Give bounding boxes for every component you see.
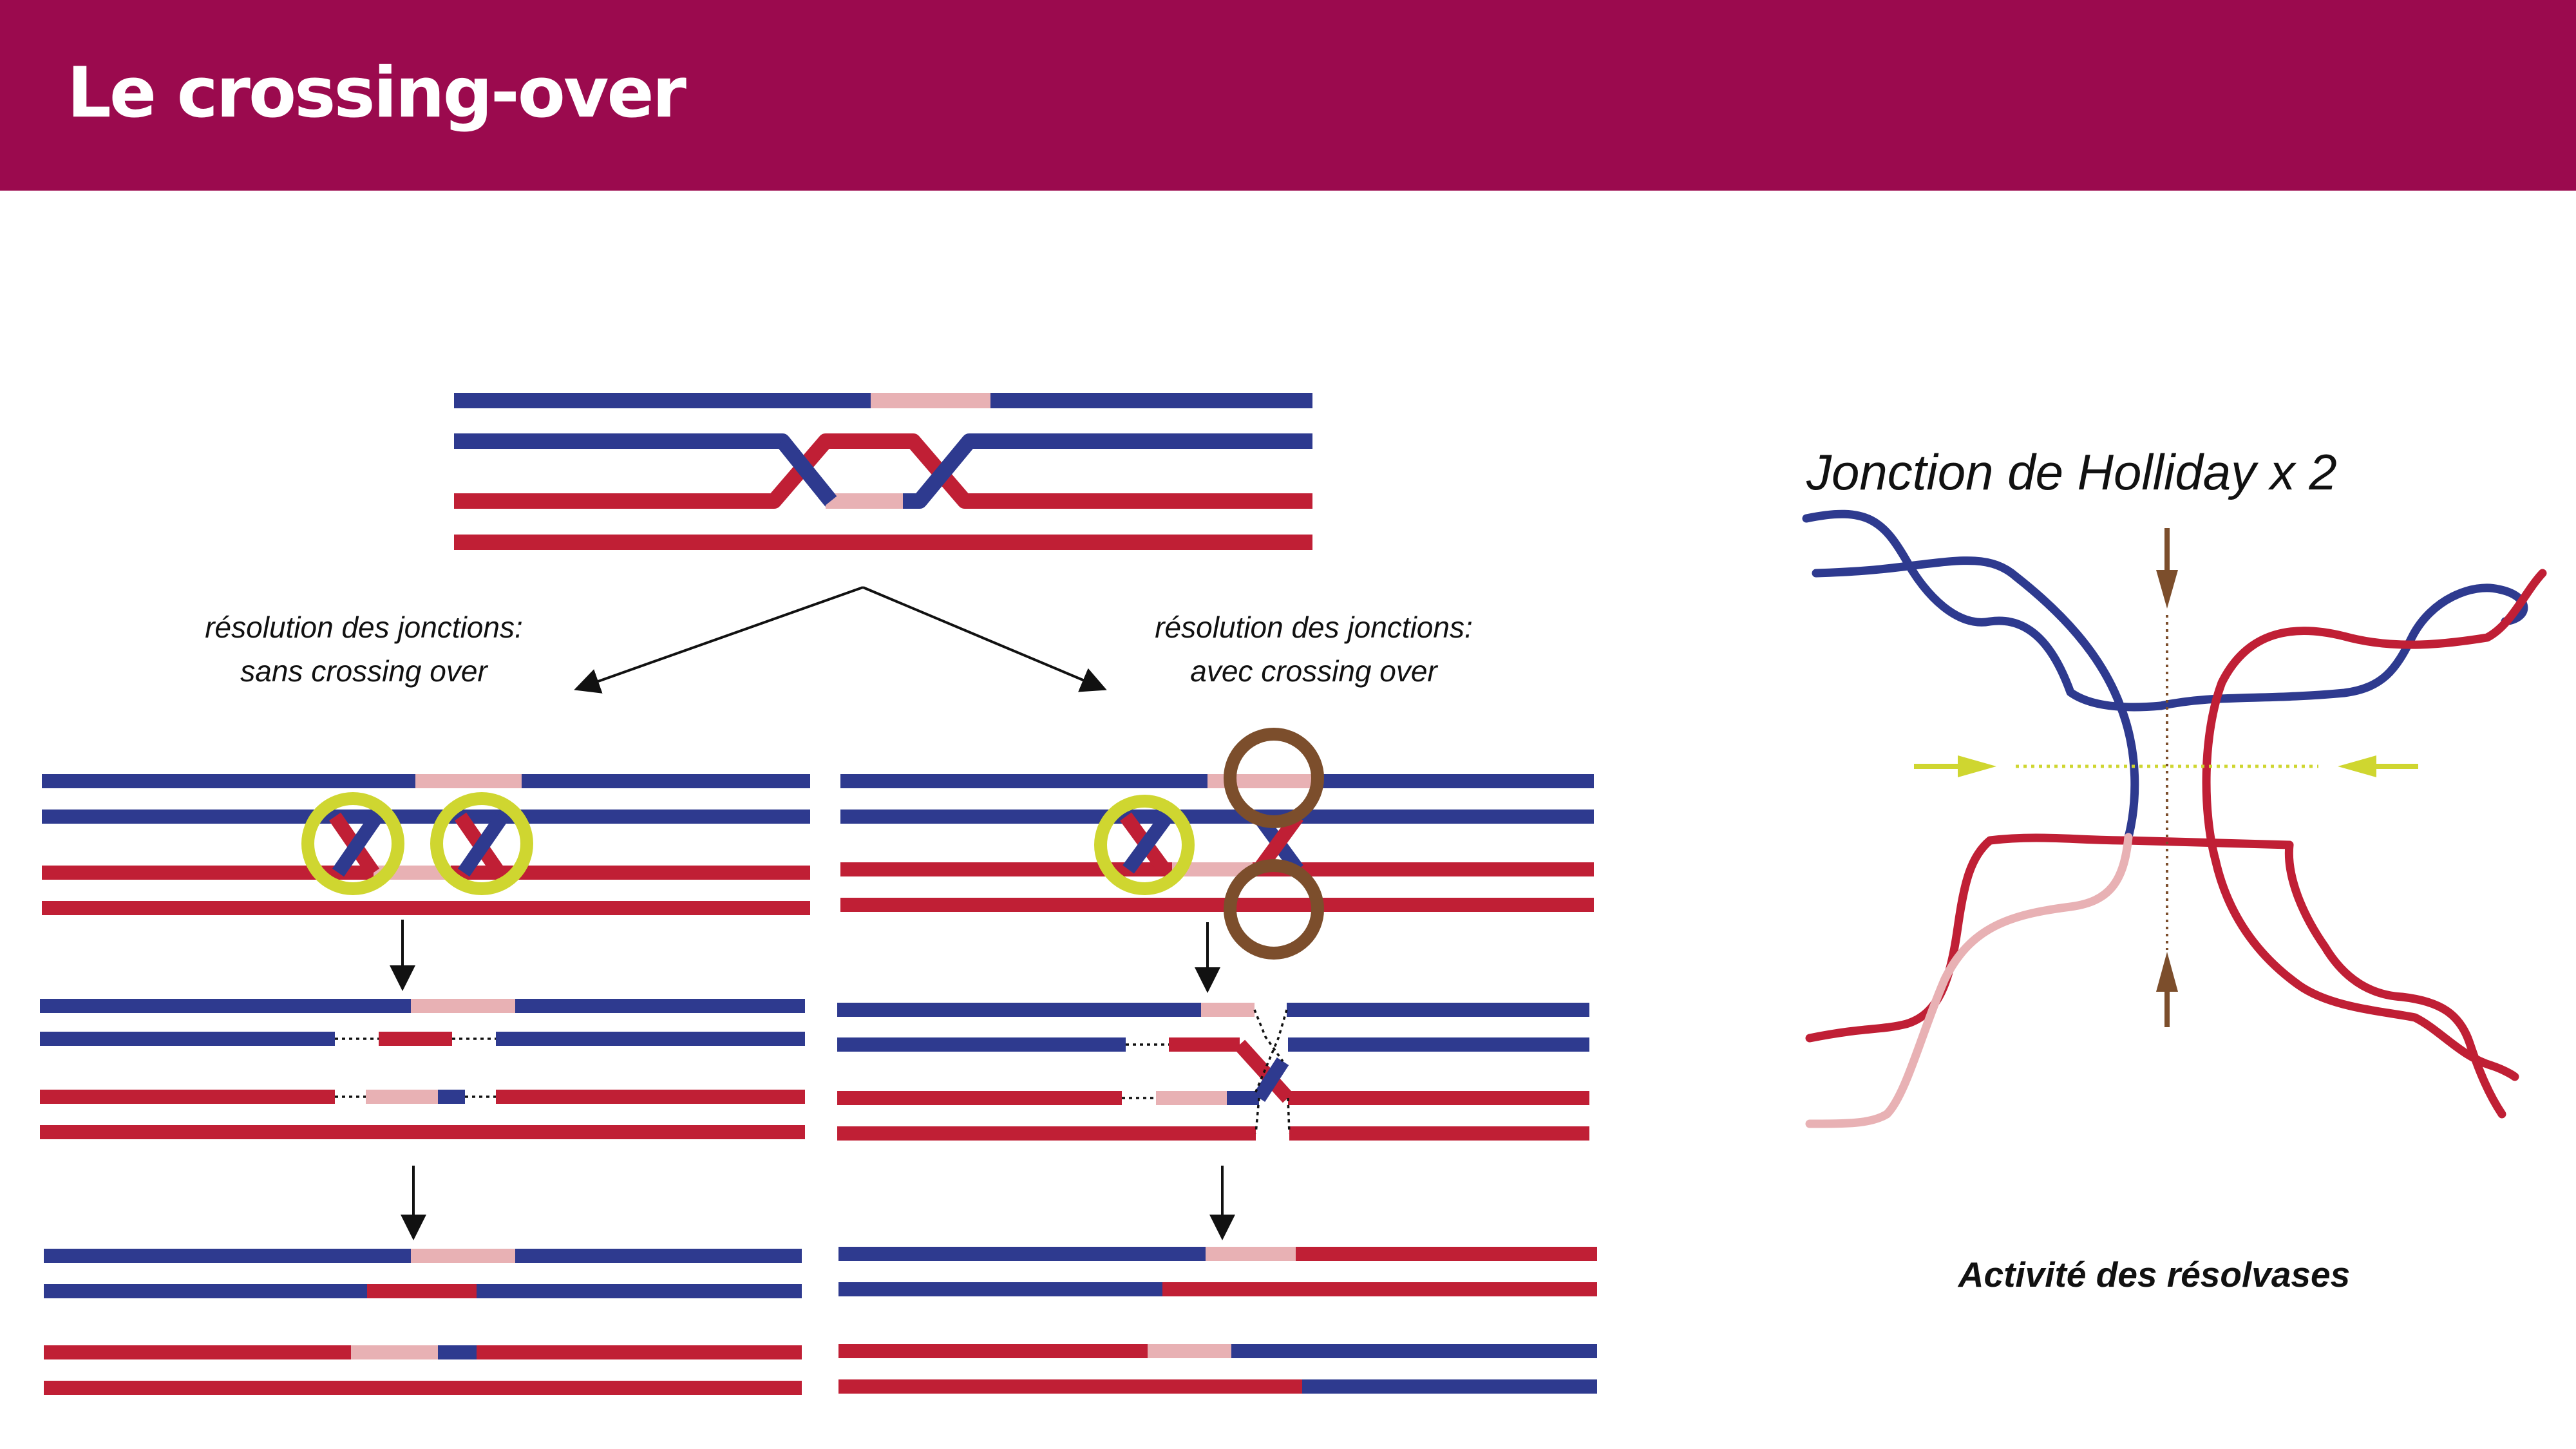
left-branch-label-line1: résolution des jonctions: (205, 611, 523, 644)
strand-blue (1802, 509, 2165, 712)
strand-red (2211, 855, 2519, 1081)
strand-red (2202, 569, 2547, 864)
strand-red (2284, 840, 2506, 1119)
strand-red (1805, 833, 2294, 1043)
resolvase-cut-site-circle (1094, 795, 1195, 895)
junction-blue (1122, 812, 1173, 874)
branch-arrows (574, 586, 1107, 694)
junction-blue (332, 812, 383, 877)
right-branch-label-line2: avec crossing over (1190, 654, 1438, 688)
resolvase-arrow-brown-up-head (2156, 952, 2178, 992)
right-branch-label-line1: résolution des jonctions: (1155, 611, 1473, 644)
resolvase-arrow-yellow-right-head (1958, 755, 1996, 777)
gap (1253, 1009, 1284, 1063)
title-bar: Le crossing-over (0, 0, 2576, 191)
junction-blue (457, 812, 509, 877)
resolvase-arrow-yellow-left-head (2338, 755, 2376, 777)
left-stage3-non-crossover-products (44, 1249, 802, 1395)
resolvase-activity-caption: Activité des résolvases (1957, 1255, 2350, 1294)
strand-blue (1812, 556, 2139, 842)
resolvase-cut-axes (1914, 528, 2418, 1027)
strand-red-inner (454, 433, 1312, 509)
gap (1287, 1097, 1291, 1134)
arrow-right-branch (862, 586, 1107, 692)
resolvase-cut-site-circle (301, 792, 404, 895)
page-title: Le crossing-over (67, 53, 687, 133)
right-stage2-gaps (1122, 1009, 1291, 1134)
resolvase-cut-site-circle (430, 792, 533, 895)
right-stage1-junctions (840, 728, 1594, 960)
left-stage2-gaps (335, 1037, 496, 1098)
strand-blue-inner (454, 433, 903, 509)
right-stage2-resolved (837, 1003, 1589, 1141)
holliday-junction-schematic (1802, 509, 2547, 1128)
strand-blue (2156, 583, 2528, 710)
arrow-left-branch (574, 586, 864, 694)
holliday-junction-title: Jonction de Holliday x 2 (1806, 444, 2337, 500)
gap (1253, 1009, 1288, 1095)
left-stage2-resolved (40, 999, 805, 1139)
resolvase-arrow-brown-down-head (2156, 570, 2178, 609)
resolvase-cut-site-circle-brown (1224, 859, 1324, 960)
gap (1255, 1097, 1260, 1134)
left-stage1-junctions (42, 774, 810, 915)
right-stage3-crossover-products (838, 1247, 1597, 1394)
double-holliday-junction-top (454, 393, 1312, 550)
left-branch-label-line2: sans crossing over (240, 654, 488, 688)
junction-blue-cross (776, 436, 837, 506)
junction-blue-cross (913, 436, 976, 506)
resolvase-cut-site-circle-brown (1224, 728, 1324, 828)
junction-blue (1253, 1057, 1289, 1102)
strand-pink-tail (1805, 833, 2133, 1128)
